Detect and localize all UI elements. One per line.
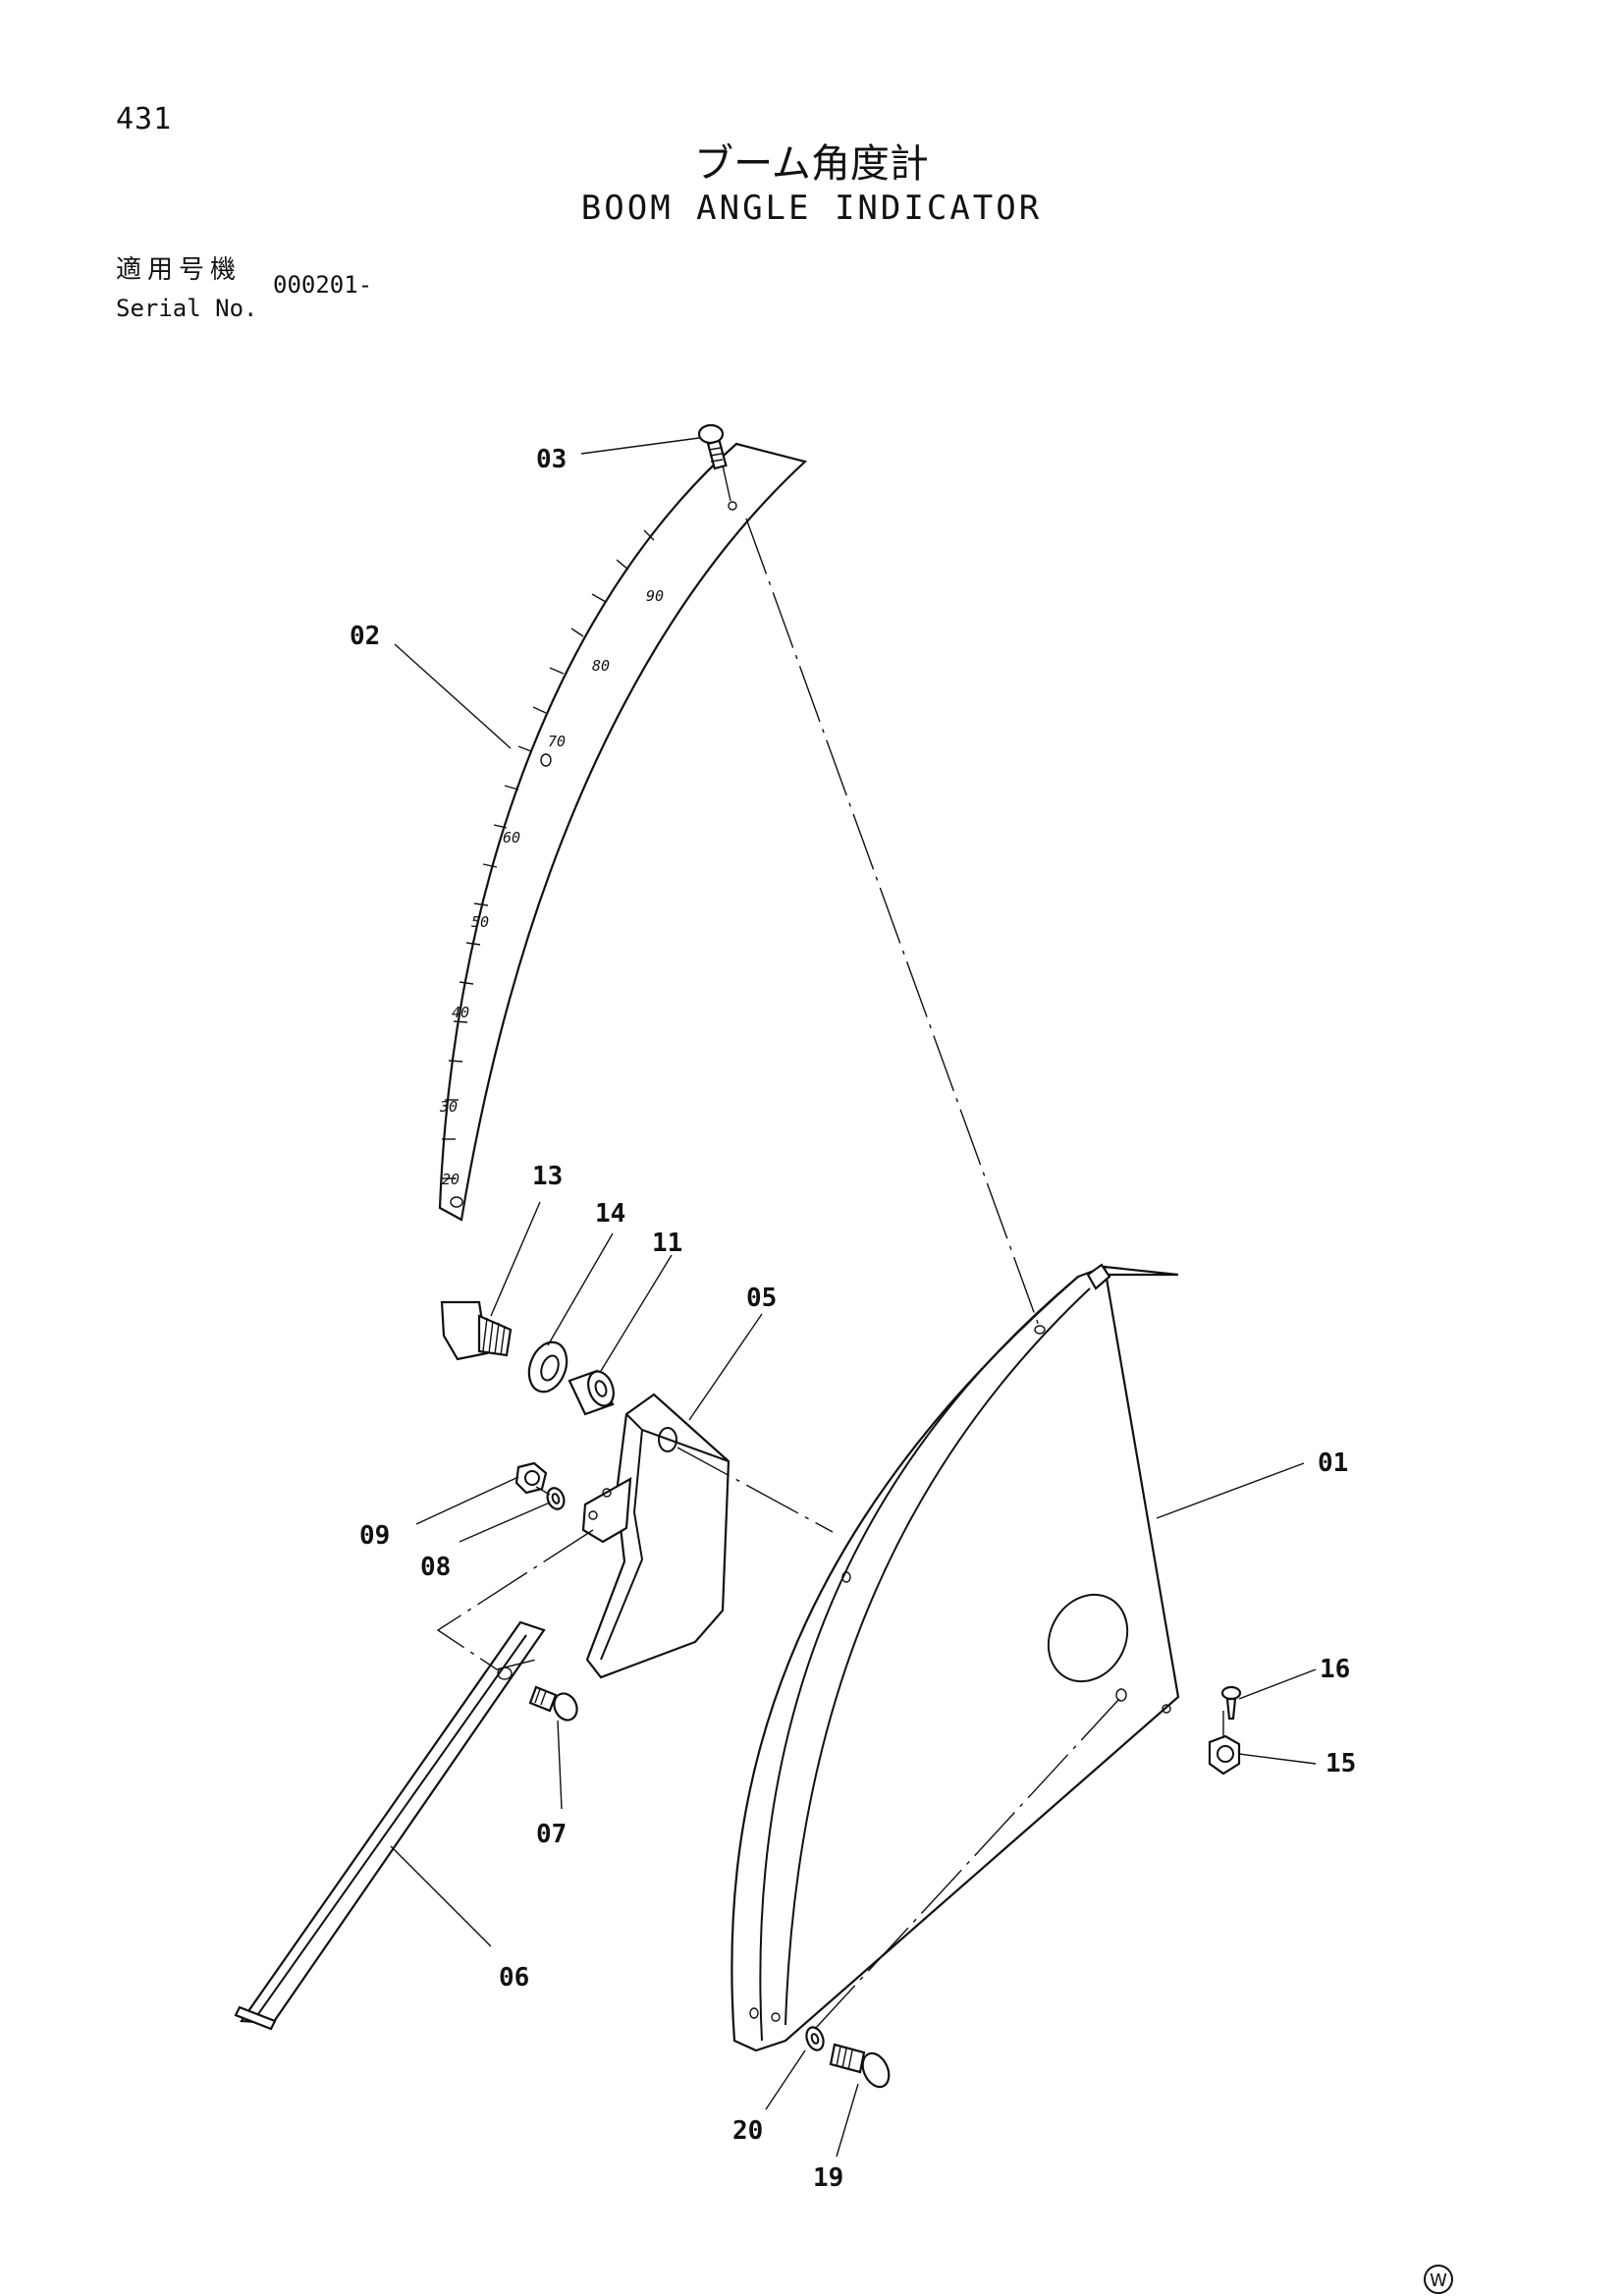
nut-part-09 <box>514 1461 548 1495</box>
label-part-16: 16 <box>1320 1655 1350 1684</box>
label-part-14: 14 <box>595 1199 625 1229</box>
scale-mark-70: 70 <box>548 733 566 750</box>
label-part-06: 06 <box>499 1963 529 1993</box>
label-part-08: 08 <box>420 1553 451 1582</box>
leader-lines <box>390 437 1317 2158</box>
bracket-part-05 <box>581 1393 730 1679</box>
label-part-07: 07 <box>536 1820 567 1849</box>
label-part-11: 11 <box>652 1229 682 1258</box>
screw-part-07 <box>528 1685 578 1722</box>
scale-mark-40: 40 <box>452 1004 469 1021</box>
bushing-part-11 <box>568 1369 615 1416</box>
circled-w-mark: W <box>1424 2265 1453 2294</box>
quadrant-plate-part-01 <box>730 1263 1180 2052</box>
title-japanese: ブーム角度計 <box>694 141 929 187</box>
serial-label-japanese: 適用号機 <box>116 255 243 285</box>
label-part-13: 13 <box>532 1162 563 1191</box>
nut-part-15 <box>1208 1734 1241 1776</box>
label-part-20: 20 <box>732 2116 763 2146</box>
washer-part-20 <box>805 2026 825 2051</box>
pointer-part-06 <box>234 1620 546 2031</box>
label-part-09: 09 <box>359 1521 390 1551</box>
label-part-03: 03 <box>536 445 567 474</box>
scale-mark-20: 20 <box>442 1171 460 1188</box>
angle-scale-part-02: 90 80 70 60 50 40 30 20 <box>438 442 808 1222</box>
page-number: 431 <box>116 102 173 137</box>
label-part-19: 19 <box>813 2163 843 2193</box>
bolt-part-13 <box>440 1300 513 1361</box>
scale-mark-50: 50 <box>471 913 489 931</box>
label-part-15: 15 <box>1325 1749 1356 1778</box>
lock-washer-part-08 <box>546 1487 566 1510</box>
serial-number-value: 000201- <box>273 271 373 299</box>
scale-mark-60: 60 <box>503 829 520 847</box>
screw-part-03 <box>697 423 728 470</box>
washer-part-14 <box>527 1340 568 1394</box>
title-english: BOOM ANGLE INDICATOR <box>580 189 1043 228</box>
bolt-part-19 <box>829 2043 891 2089</box>
label-part-01: 01 <box>1318 1449 1348 1478</box>
label-part-02: 02 <box>350 622 380 651</box>
scale-mark-80: 80 <box>592 657 610 675</box>
scale-mark-30: 30 <box>439 1098 458 1116</box>
scale-mark-90: 90 <box>646 587 664 605</box>
label-part-05: 05 <box>746 1284 777 1313</box>
serial-label-english: Serial No. <box>116 295 258 322</box>
pin-part-16 <box>1220 1685 1242 1721</box>
assembly-lines <box>436 465 1224 2030</box>
